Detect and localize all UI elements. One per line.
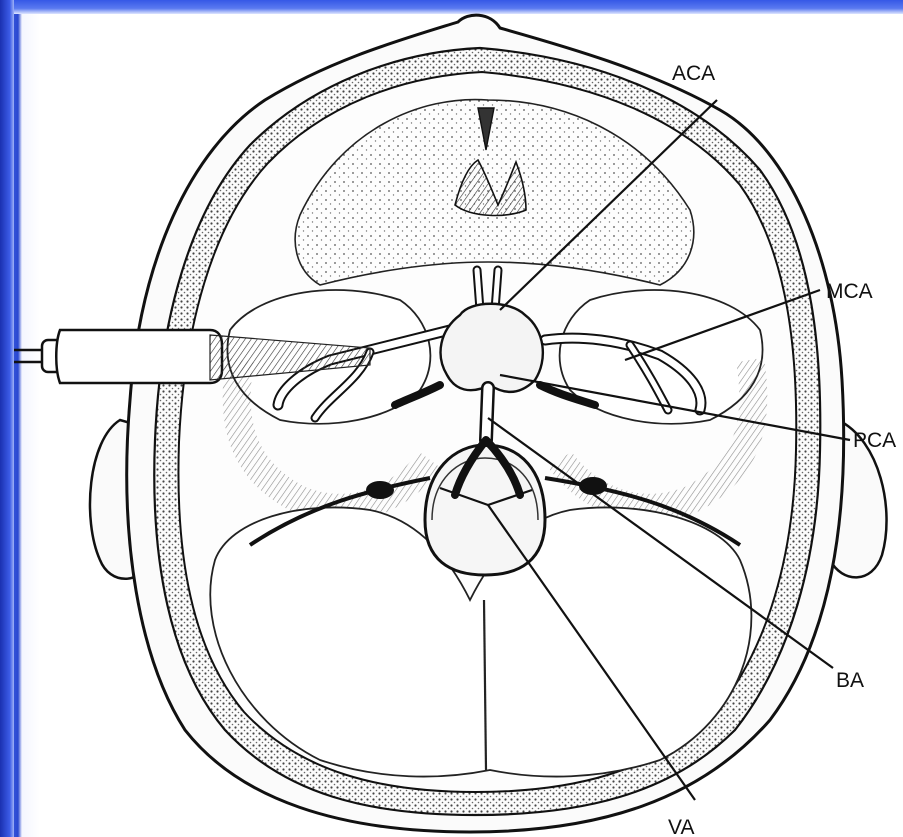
mca-label: MCA [826,280,873,303]
left-jugular-foramen [366,481,394,499]
ba-label: BA [836,669,864,692]
va-label: VA [668,816,694,837]
willis-ring [441,304,543,392]
foramen-magnum [425,445,545,575]
ba-vessel-inner [486,388,488,440]
pca-label: PCA [853,429,896,452]
probe-body [56,330,222,383]
aca-label: ACA [672,62,715,85]
